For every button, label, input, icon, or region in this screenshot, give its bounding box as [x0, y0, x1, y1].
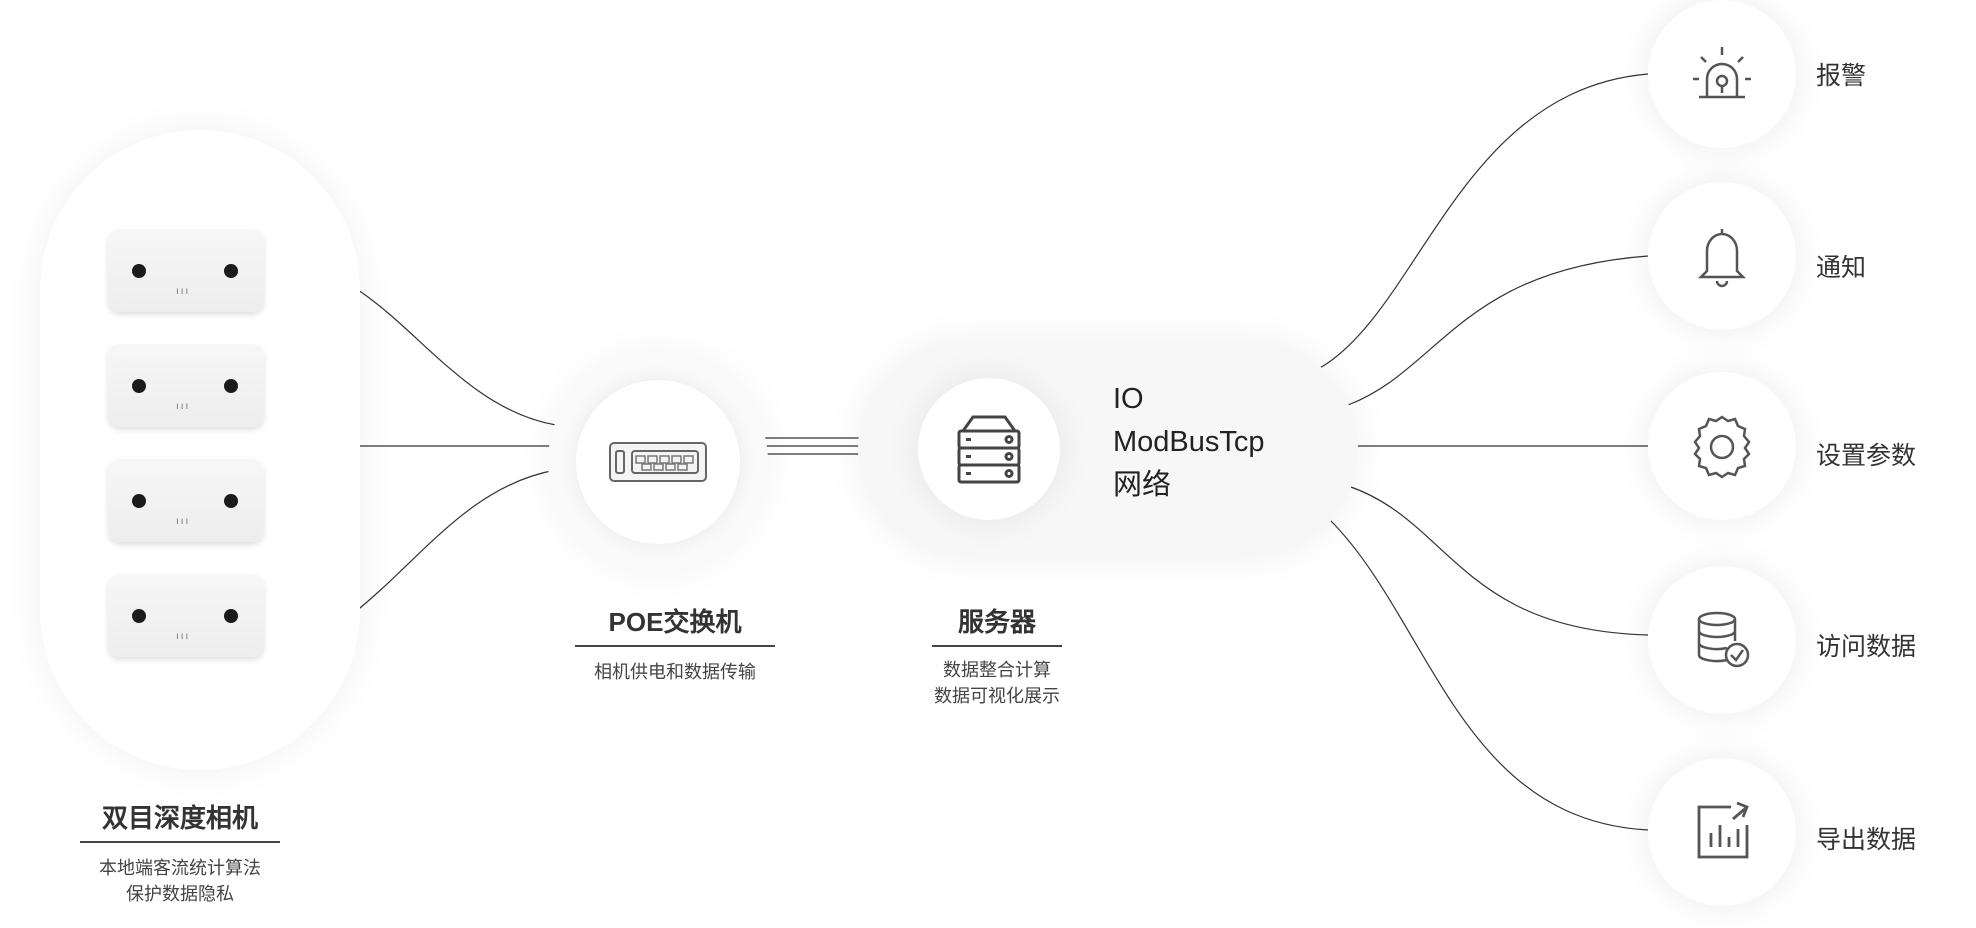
- camera-vent: ııı: [176, 516, 191, 527]
- camera-vent: ııı: [176, 286, 191, 297]
- camera-lens-right: [224, 264, 238, 278]
- switch-icon-circle: [576, 380, 740, 544]
- camera-lens-left: [132, 609, 146, 623]
- server-title: 服务器: [932, 602, 1062, 647]
- server-network-line: ModBusTcp: [1113, 426, 1265, 458]
- output-label-settings: 设置参数: [1816, 442, 1917, 470]
- connector-output-4: [1347, 485, 1649, 636]
- connector-camera-3: [354, 469, 557, 613]
- connector-output-5: [1329, 519, 1649, 831]
- camera-lens-left: [132, 379, 146, 393]
- camera-subtitle-line: 本地端客流统计算法: [99, 858, 261, 878]
- camera-title: 双目深度相机: [80, 798, 280, 843]
- output-access: [1648, 566, 1796, 714]
- server-network-text: IO ModBusTcp 网络: [1113, 378, 1265, 507]
- output-notify: [1648, 182, 1796, 330]
- camera-lens-left: [132, 264, 146, 278]
- camera-panel: ııı ııı ııı ııı: [40, 130, 360, 770]
- server-icon-circle: [918, 378, 1060, 520]
- switch-caption: POE交换机 相机供电和数据传输: [575, 602, 775, 685]
- camera-subtitle-line: 保护数据隐私: [126, 884, 234, 904]
- camera-vent: ııı: [176, 401, 191, 412]
- bell-icon: [1697, 229, 1747, 288]
- server-caption: 服务器 数据整合计算 数据可视化展示: [932, 602, 1062, 709]
- server-subtitle-line: 数据可视化展示: [934, 686, 1060, 706]
- camera-device: ııı: [108, 573, 264, 657]
- output-export: [1648, 758, 1796, 906]
- output-label-notify: 通知: [1816, 254, 1867, 282]
- chart-export-icon: [1697, 801, 1749, 859]
- connector-output-1: [1319, 73, 1649, 369]
- server-subtitle-line: 数据整合计算: [943, 660, 1051, 680]
- connector-output-2: [1347, 255, 1649, 406]
- gear-icon: [1693, 415, 1751, 479]
- server-network-line: 网络: [1113, 469, 1172, 501]
- output-label-access: 访问数据: [1816, 633, 1917, 661]
- switch-title: POE交换机: [575, 602, 775, 647]
- camera-caption: 双目深度相机 本地端客流统计算法 保护数据隐私: [80, 798, 280, 907]
- camera-device: ııı: [108, 343, 264, 427]
- database-check-icon: [1697, 611, 1750, 668]
- camera-lens-left: [132, 494, 146, 508]
- output-label-alarm: 报警: [1816, 62, 1867, 90]
- camera-device: ııı: [108, 228, 264, 312]
- output-alarm: [1648, 0, 1796, 148]
- camera-lens-right: [224, 609, 238, 623]
- switch-subtitle-line: 相机供电和数据传输: [594, 662, 756, 682]
- connector-camera-1: [354, 287, 557, 426]
- switch-node: [548, 352, 768, 572]
- camera-device: ııı: [108, 458, 264, 542]
- server-rack-icon: [957, 415, 1021, 484]
- output-label-export: 导出数据: [1816, 826, 1917, 854]
- camera-lens-right: [224, 379, 238, 393]
- camera-vent: ııı: [176, 631, 191, 642]
- network-switch-icon: [609, 442, 707, 482]
- server-network-line: IO: [1113, 383, 1144, 415]
- server-node: IO ModBusTcp 网络: [858, 340, 1358, 558]
- camera-lens-right: [224, 494, 238, 508]
- output-settings: [1648, 372, 1796, 520]
- alarm-light-icon: [1693, 47, 1751, 99]
